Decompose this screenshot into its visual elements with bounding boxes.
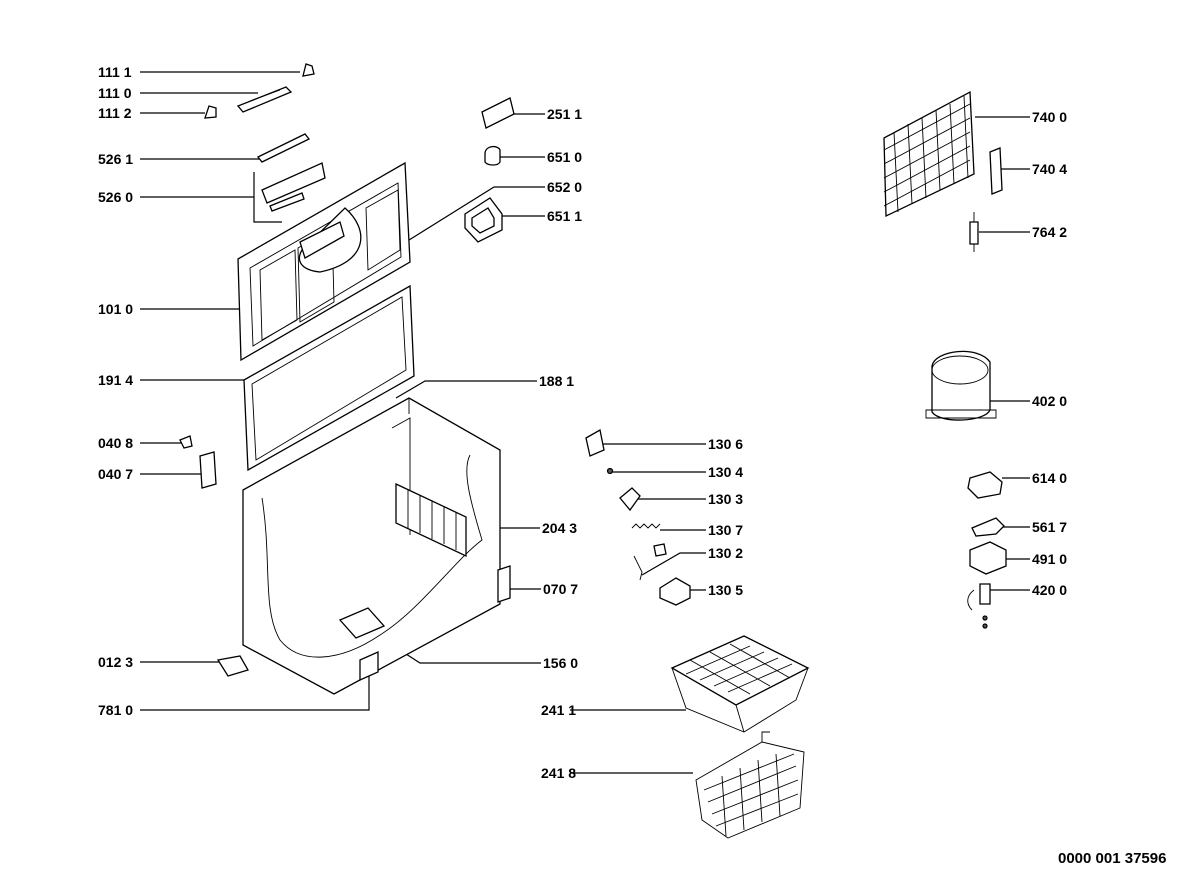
gasket-part [243, 284, 415, 472]
label-130-4: 130 4 [708, 464, 743, 480]
capacitor-part [979, 583, 991, 605]
label-040-7: 040 7 [98, 466, 133, 482]
label-781-0: 781 0 [98, 702, 133, 718]
hinge-cover-right-part [302, 63, 315, 77]
washer-part [606, 467, 614, 475]
label-241-8: 241 8 [541, 765, 576, 781]
label-130-7: 130 7 [708, 522, 743, 538]
label-204-3: 204 3 [542, 520, 577, 536]
label-130-6: 130 6 [708, 436, 743, 452]
condenser-part [883, 90, 975, 218]
cabinet-part [242, 397, 511, 695]
label-111-2: 111 2 [98, 105, 132, 121]
label-491-0: 491 0 [1032, 551, 1067, 567]
bracket-part [199, 451, 217, 489]
label-651-1: 651 1 [547, 208, 582, 224]
label-130-3: 130 3 [708, 491, 743, 507]
hinge-cover-left-part [204, 105, 217, 119]
label-526-1: 526 1 [98, 151, 133, 167]
label-101-0: 101 0 [98, 301, 133, 317]
hinge-plate-part [269, 192, 305, 212]
hinge-bar-part [256, 133, 311, 163]
label-764-2: 764 2 [1032, 224, 1067, 240]
label-191-4: 191 4 [98, 372, 133, 388]
relay-part [967, 471, 1003, 499]
hinge-bracket-part [261, 162, 326, 204]
leader-lines [140, 71, 1030, 774]
leveling-foot-part [216, 655, 249, 677]
pin-part [653, 543, 667, 557]
label-251-1: 251 1 [547, 106, 582, 122]
clip-part [179, 435, 193, 449]
label-040-8: 040 8 [98, 435, 133, 451]
lock-plate-part [619, 487, 641, 512]
label-614-0: 614 0 [1032, 470, 1067, 486]
label-012-3: 012 3 [98, 654, 133, 670]
basket-large-part [670, 635, 810, 733]
label-156-0: 156 0 [543, 655, 578, 671]
basket-small-part [695, 731, 805, 839]
lock-cover-part [659, 577, 691, 606]
label-651-0: 651 0 [547, 149, 582, 165]
label-740-4: 740 4 [1032, 161, 1067, 177]
condenser-bracket-part [989, 147, 1003, 195]
label-130-5: 130 5 [708, 582, 743, 598]
lock-bracket-part [585, 428, 605, 457]
label-241-1: 241 1 [541, 702, 576, 718]
cover-part [969, 541, 1007, 575]
label-526-0: 526 0 [98, 189, 133, 205]
label-652-0: 652 0 [547, 179, 582, 195]
label-111-0: 111 0 [98, 85, 132, 101]
handle-part [236, 86, 293, 113]
label-740-0: 740 0 [1032, 109, 1067, 125]
label-402-0: 402 0 [1032, 393, 1067, 409]
label-561-7: 561 7 [1032, 519, 1067, 535]
light-cover-part [481, 97, 515, 129]
label-130-2: 130 2 [708, 545, 743, 561]
compressor-part [925, 350, 997, 421]
label-070-7: 070 7 [543, 581, 578, 597]
label-111-1: 111 1 [98, 64, 132, 80]
thermostat-part [971, 517, 1005, 537]
spring-part [631, 523, 661, 529]
label-188-1: 188 1 [539, 373, 574, 389]
label-420-0: 420 0 [1032, 582, 1067, 598]
part-labels: 111 1 111 0 111 2 526 1 526 0 101 0 191 … [98, 64, 1166, 867]
lamp-part [484, 145, 501, 166]
lid-part [237, 161, 411, 362]
document-number: 0000 001 37596 [1058, 850, 1166, 867]
drier-filter-part [969, 221, 979, 245]
